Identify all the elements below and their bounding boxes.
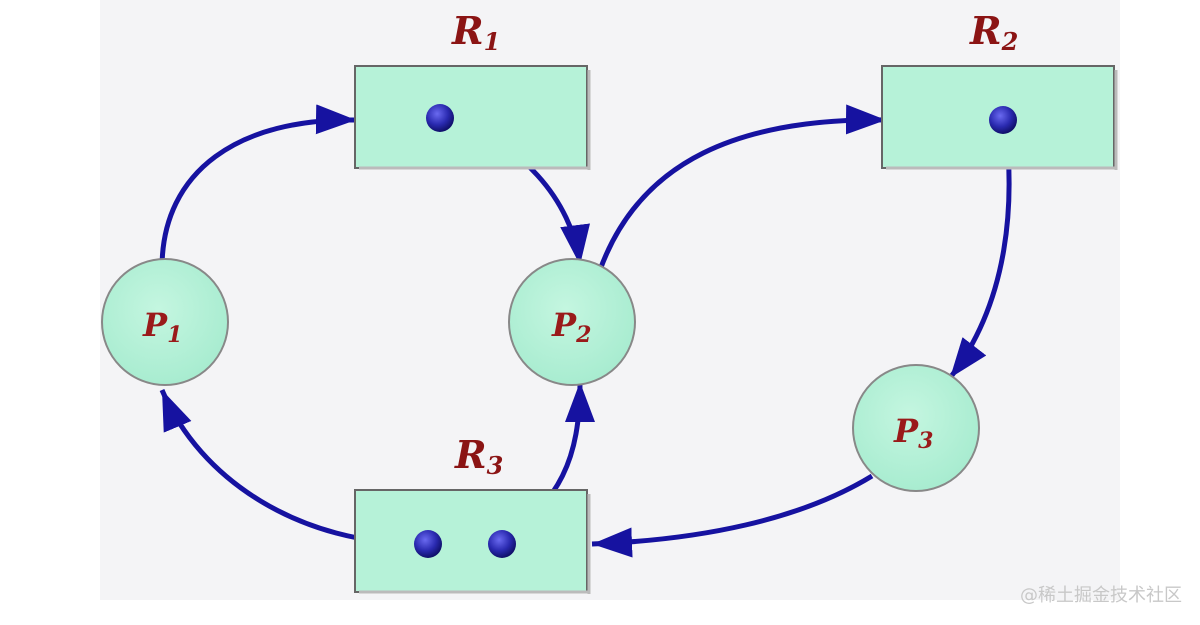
- process-p2: P2: [508, 258, 636, 386]
- resource-r3-instance-dot-1: [414, 530, 442, 558]
- edge-p3-to-r3: [591, 473, 874, 558]
- resource-r2: R2: [881, 8, 1118, 170]
- edge-p1-to-r1: [159, 104, 357, 269]
- resource-r1: R1: [354, 8, 591, 170]
- resource-r3-instance-dot-2: [488, 530, 516, 558]
- resource-r1-label: R1: [451, 8, 500, 56]
- process-p3: P3: [852, 364, 980, 492]
- resource-r2-instance-dot: [989, 106, 1017, 134]
- process-p3-label: P3: [893, 412, 933, 454]
- process-p2-label: P2: [551, 306, 591, 348]
- process-p1-label: P1: [142, 306, 182, 348]
- edge-p2-to-r2: [597, 104, 887, 271]
- resource-r3: R3: [354, 432, 591, 594]
- resource-r1-instance-dot: [426, 104, 454, 132]
- resource-r2-label: R2: [969, 8, 1018, 56]
- resource-r3-label: R3: [454, 432, 503, 480]
- watermark-text: @稀土掘金技术社区: [1020, 585, 1182, 606]
- process-p1: P1: [101, 258, 229, 386]
